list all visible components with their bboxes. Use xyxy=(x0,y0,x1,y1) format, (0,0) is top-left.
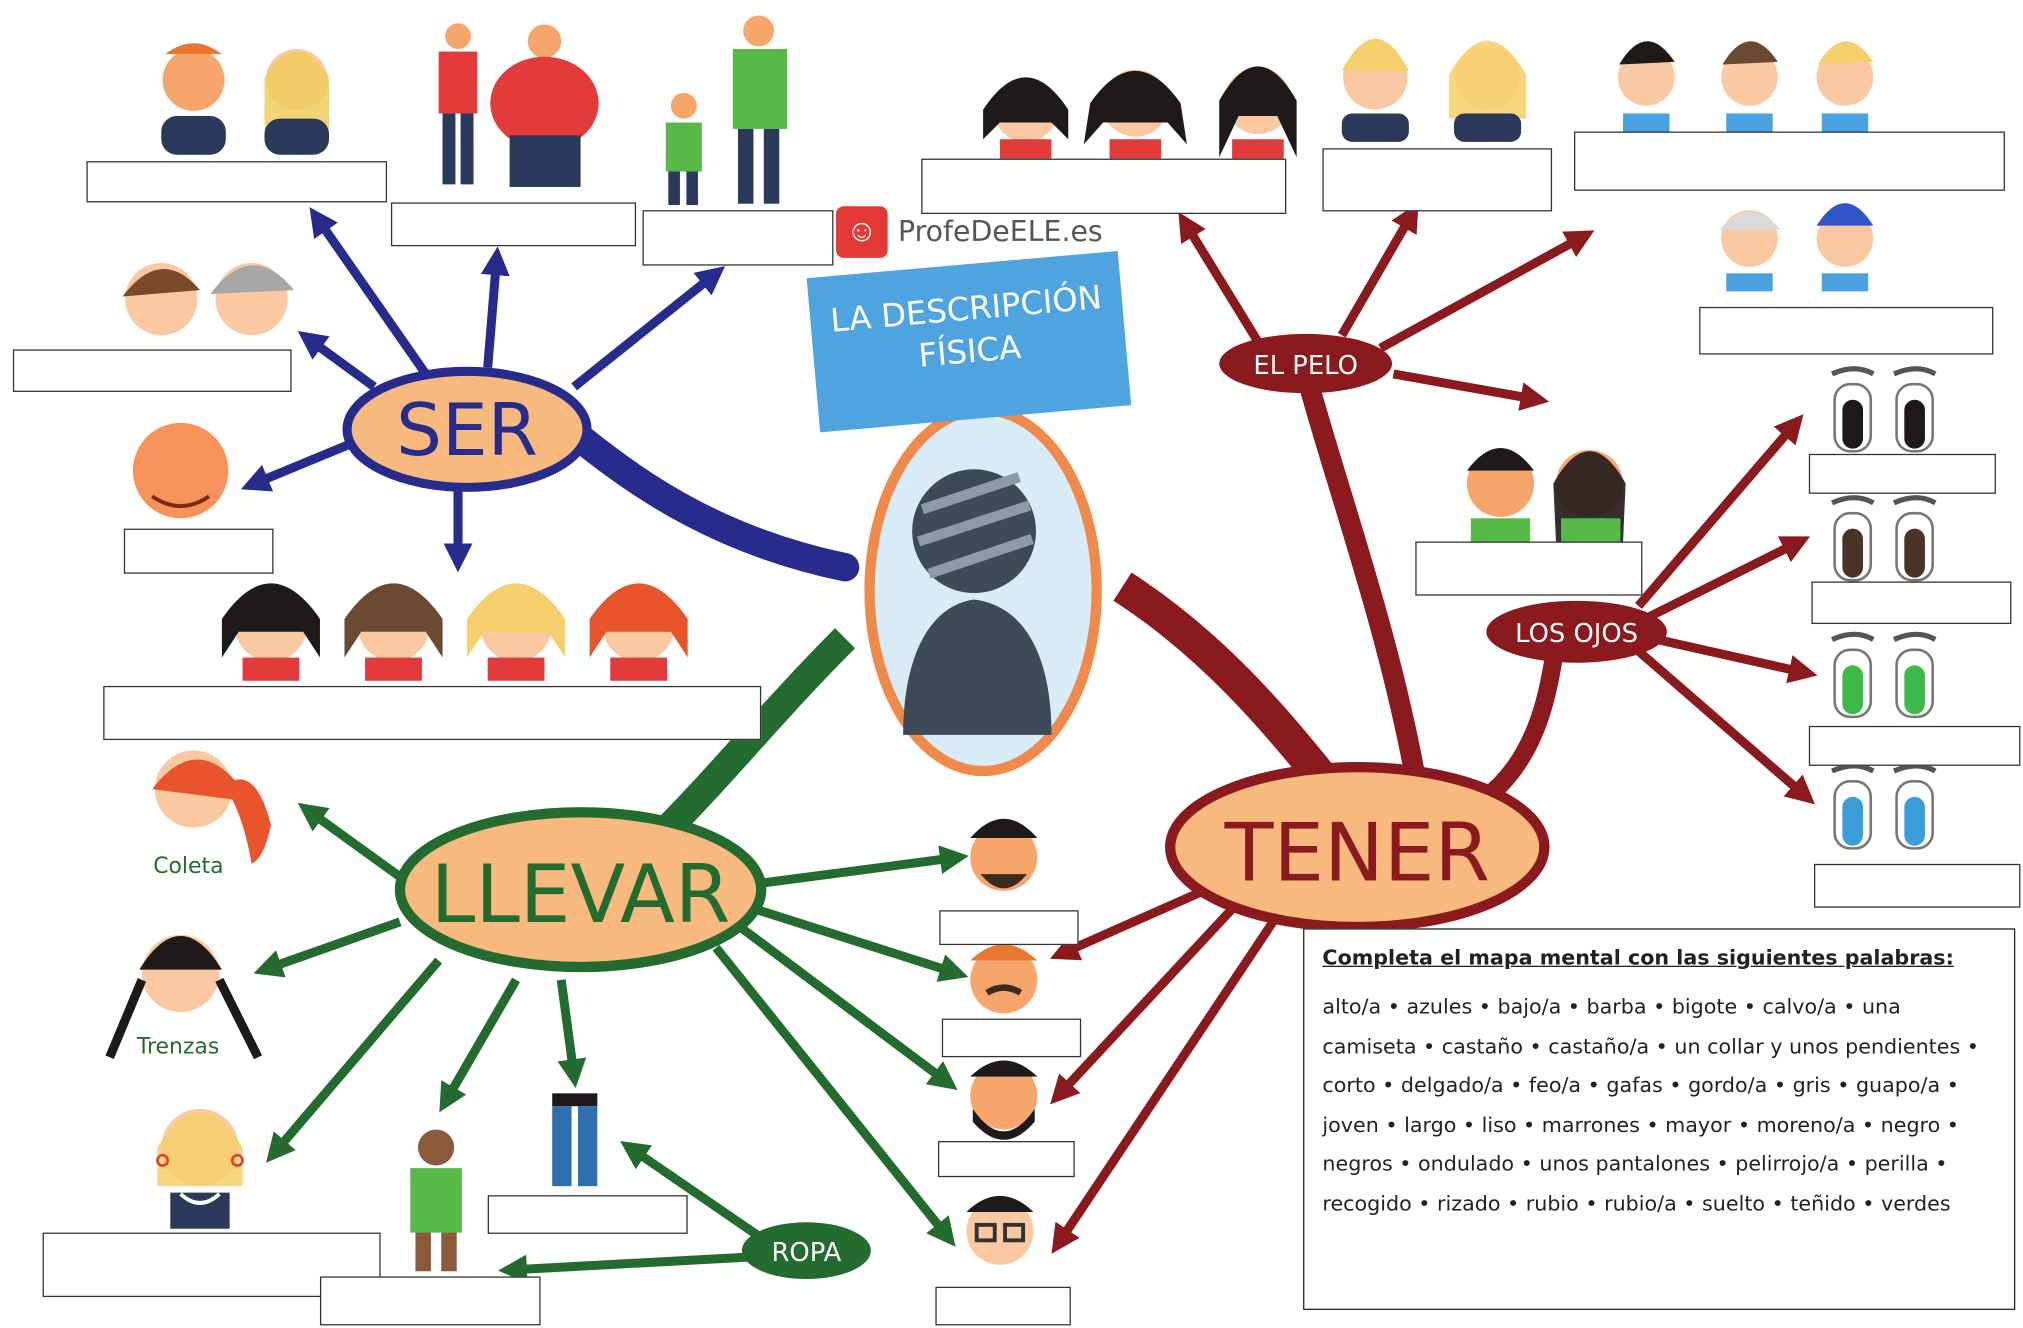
answer-box-bigote[interactable] xyxy=(941,1018,1082,1058)
llevar-arrows xyxy=(253,802,969,1284)
mirror-silhouette xyxy=(864,404,1102,777)
ser-node xyxy=(342,366,592,492)
answer-box-ser-delgado-gordo[interactable] xyxy=(390,202,637,247)
tener-trunk xyxy=(1113,572,1342,797)
llevar-coleta-illustration xyxy=(152,750,271,864)
tener-arrows xyxy=(1049,202,1818,1254)
answer-box-pelo-corto-largo[interactable] xyxy=(1415,541,1643,596)
pelo-recogido-suelto-illustration xyxy=(1341,38,1527,142)
answer-box-ser-alto-bajo[interactable] xyxy=(642,210,834,266)
tener-node xyxy=(1165,761,1550,933)
title-banner: LA DESCRIPCIÓN FÍSICA xyxy=(806,251,1132,433)
men-faces-beard-moustache-glasses-illustration xyxy=(966,818,1038,1265)
ser-young-old-illustration xyxy=(122,263,295,336)
instructions-panel: Completa el mapa mental con las siguient… xyxy=(1303,928,2016,1310)
answer-box-gafas[interactable] xyxy=(935,1286,1071,1326)
llevar-collar-pendientes-illustration xyxy=(156,1108,244,1229)
llevar-pantalones-illustration xyxy=(552,1093,598,1187)
llevar-node xyxy=(394,807,767,973)
tener-label: TENER xyxy=(1224,807,1490,900)
tener-to-pelo-branch xyxy=(1299,384,1430,802)
llevar-label: LLEVAR xyxy=(431,848,731,941)
answer-box-camiseta[interactable] xyxy=(319,1276,541,1326)
ser-trunk xyxy=(566,424,860,582)
coleta-caption: Coleta xyxy=(153,854,223,879)
ser-pair-pelirrojo-rubio-illustration xyxy=(161,43,329,155)
brand: ☺ ProfeDeELE.es xyxy=(836,204,1103,261)
pelo-colors-illustration xyxy=(1617,41,1874,292)
tener-to-ojos-branch xyxy=(1478,649,1564,807)
smile-logo-icon: ☺ xyxy=(836,206,888,258)
el-pelo-label: EL PELO xyxy=(1253,351,1357,381)
los-ojos-node xyxy=(1486,600,1667,663)
ser-label: SER xyxy=(396,389,538,473)
answer-box-ojos-verdes[interactable] xyxy=(1808,725,2021,766)
answer-box-pantalones[interactable] xyxy=(487,1195,688,1234)
trenzas-caption: Trenzas xyxy=(136,1034,219,1059)
los-ojos-label: LOS OJOS xyxy=(1515,619,1638,649)
answer-box-pelo-recogido-suelto[interactable] xyxy=(1322,148,1553,212)
ropa-node xyxy=(741,1222,871,1280)
brand-name: ProfeDeELE.es xyxy=(897,215,1103,249)
word-bank: alto/a • azules • bajo/a • barba • bigot… xyxy=(1322,994,1979,1216)
ser-four-women-illustration xyxy=(221,583,688,681)
llevar-camiseta-illustration xyxy=(410,1129,462,1272)
llevar-trenzas-illustration xyxy=(105,934,263,1060)
pelo-short-long-illustration xyxy=(1466,448,1626,542)
answer-box-perilla[interactable] xyxy=(937,1141,1075,1178)
answer-box-ojos-negros[interactable] xyxy=(1808,453,1996,494)
answer-box-pelo-gris-tenido[interactable] xyxy=(1699,306,1994,355)
pelo-curly-wavy-straight-illustration xyxy=(983,66,1297,159)
answer-box-ojos-azules[interactable] xyxy=(1813,863,2021,908)
ser-tall-short-illustration xyxy=(665,15,788,206)
el-pelo-node xyxy=(1219,333,1393,394)
answer-box-ser-joven-mayor[interactable] xyxy=(12,349,292,392)
answer-box-pelo-colores[interactable] xyxy=(1574,131,2005,191)
answer-box-ojos-marrones[interactable] xyxy=(1811,581,2012,625)
answer-box-pelo-rizado-ondulado-liso[interactable] xyxy=(921,158,1287,215)
ser-bald-illustration xyxy=(132,422,229,519)
answer-box-barba[interactable] xyxy=(939,910,1079,946)
answer-box-ser-calvo[interactable] xyxy=(123,528,274,574)
instructions-title: Completa el mapa mental con las siguient… xyxy=(1322,945,1954,970)
answer-box-ser-moreno-castano-rubio-pelirrojo[interactable] xyxy=(103,685,762,741)
ser-thin-fat-illustration xyxy=(438,23,599,187)
answer-box-ser-pelirrojo-rubio[interactable] xyxy=(86,161,388,203)
ropa-label: ROPA xyxy=(771,1238,841,1268)
eyes-illustration xyxy=(1831,366,1937,850)
